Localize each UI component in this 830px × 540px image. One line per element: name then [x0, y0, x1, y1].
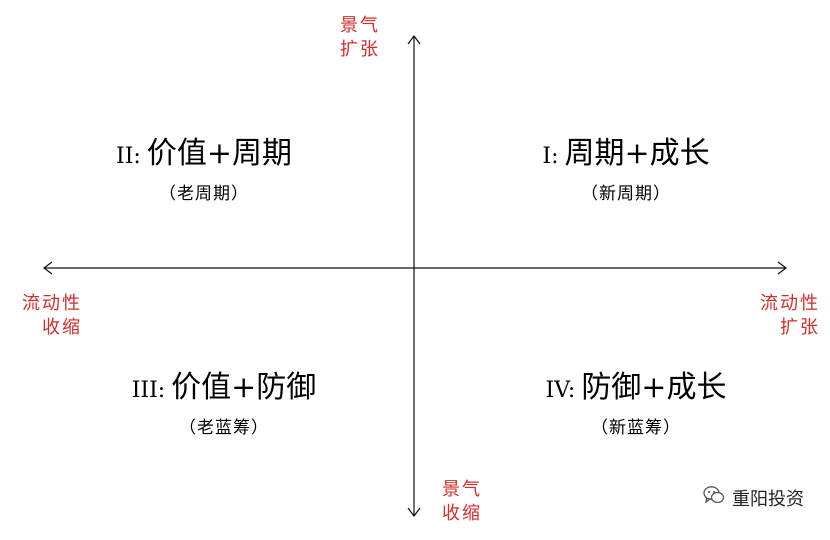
quadrant-3: III:价值+防御 （老蓝筹）: [64, 368, 384, 441]
quadrant-1: I:周期+成长 （新周期）: [466, 134, 786, 207]
top-axis-label: 景气 扩张: [340, 15, 380, 60]
left-axis-label: 流动性 收缩: [22, 293, 82, 338]
quadrant-2-title: II:价值+周期: [116, 136, 292, 171]
left-arrowhead: [43, 261, 53, 275]
quadrant-2: II:价值+周期 （老周期）: [44, 134, 364, 207]
quadrant-3-title: III:价值+防御: [131, 370, 317, 405]
wechat-icon: [702, 483, 726, 512]
bottom-axis-label: 景气 收缩: [442, 479, 482, 524]
quadrant-4: IV:防御+成长 （新蓝筹）: [476, 368, 796, 441]
quadrant-2-subtitle: （老周期）: [159, 184, 249, 204]
quadrant-1-title: I:周期+成长: [542, 136, 710, 171]
bottom-arrowhead: [407, 507, 421, 517]
top-arrowhead: [407, 35, 421, 45]
quadrant-4-subtitle: （新蓝筹）: [591, 418, 681, 438]
right-axis-label: 流动性 扩张: [760, 293, 820, 338]
quadrant-4-title: IV:防御+成长: [545, 370, 727, 405]
right-arrowhead: [777, 261, 787, 275]
watermark-text: 重阳投资: [732, 488, 804, 510]
quadrant-3-subtitle: （老蓝筹）: [179, 418, 269, 438]
quadrant-1-subtitle: （新周期）: [581, 184, 671, 204]
watermark: 重阳投资: [702, 483, 804, 512]
